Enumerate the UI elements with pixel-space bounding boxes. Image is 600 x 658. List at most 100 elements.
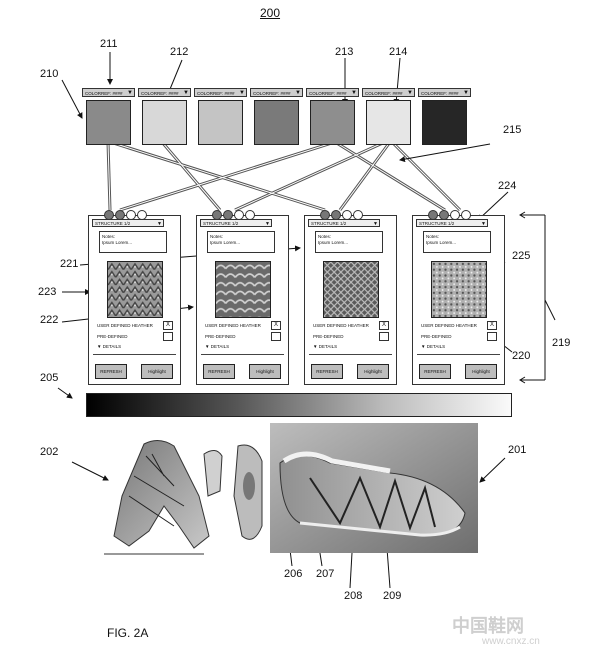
- swatch-connectors: [106, 140, 462, 212]
- checkbox-user-defined[interactable]: X: [271, 321, 281, 330]
- dropdown-icon: ▼: [157, 221, 162, 227]
- ref-213: 213: [335, 46, 354, 58]
- structure-dropdown[interactable]: STRUCTURE 1/2▼: [308, 219, 380, 227]
- details-toggle[interactable]: ▼ DETAILS: [421, 344, 446, 349]
- structure-panel-4: STRUCTURE 1/2▼ Notes:Ipsum Lorem... USER…: [412, 210, 505, 385]
- pattern-preview: [431, 261, 487, 318]
- ref-211: 211: [100, 38, 118, 50]
- ref-210: 210: [40, 68, 59, 80]
- notes-field[interactable]: Notes:Ipsum Lorem...: [315, 231, 383, 253]
- ref-209: 209: [383, 590, 402, 602]
- highlight-button[interactable]: Highlight: [465, 364, 497, 379]
- watermark-url: www.cnxz.cn: [482, 636, 540, 647]
- divider: [201, 354, 284, 355]
- checkbox-pre-defined[interactable]: [163, 332, 173, 341]
- ref-202: 202: [40, 446, 59, 458]
- swatch-header-5[interactable]: COLORREF: ####▼: [306, 88, 359, 97]
- ref-222: 222: [40, 314, 59, 326]
- pattern-preview: [215, 261, 271, 318]
- refresh-button[interactable]: REFRESH: [419, 364, 451, 379]
- color-swatch-2[interactable]: [142, 100, 187, 145]
- dropdown-icon: ▼: [183, 90, 189, 96]
- dropdown-icon: ▼: [481, 221, 486, 227]
- shoe-render-3d: [270, 423, 478, 553]
- swatch-header-4[interactable]: COLORREF: ####▼: [250, 88, 303, 97]
- dropdown-icon: ▼: [373, 221, 378, 227]
- notes-field[interactable]: Notes:Ipsum Lorem...: [423, 231, 491, 253]
- highlight-button[interactable]: Highlight: [249, 364, 281, 379]
- checkbox-user-defined[interactable]: X: [487, 321, 497, 330]
- option-pre-defined: PRE-DEFINED: [421, 334, 452, 339]
- option-user-defined: USER DEFINED HEATHER: [421, 323, 477, 328]
- structure-panel-2: STRUCTURE 1/2▼ Notes:Ipsum Lorem... USER…: [196, 210, 289, 385]
- figure-number: 200: [260, 6, 281, 20]
- option-user-defined: USER DEFINED HEATHER: [97, 323, 153, 328]
- pattern-preview: [323, 261, 379, 318]
- dropdown-icon: ▼: [351, 90, 357, 96]
- checkbox-pre-defined[interactable]: [379, 332, 389, 341]
- dropdown-icon: ▼: [463, 90, 469, 96]
- dropdown-icon: ▼: [127, 90, 133, 96]
- highlight-button[interactable]: Highlight: [141, 364, 173, 379]
- structure-dropdown[interactable]: STRUCTURE 1/2▼: [92, 219, 164, 227]
- notes-field[interactable]: Notes:Ipsum Lorem...: [99, 231, 167, 253]
- refresh-button[interactable]: REFRESH: [95, 364, 127, 379]
- details-toggle[interactable]: ▼ DETAILS: [97, 344, 122, 349]
- checkbox-user-defined[interactable]: X: [379, 321, 389, 330]
- color-swatch-4[interactable]: [254, 100, 299, 145]
- ref-214: 214: [389, 46, 408, 58]
- ref-208: 208: [344, 590, 363, 602]
- ref-219: 219: [552, 337, 571, 349]
- ref-215: 215: [503, 124, 522, 136]
- dropdown-icon: ▼: [295, 90, 301, 96]
- dropdown-icon: ▼: [407, 90, 413, 96]
- checkbox-user-defined[interactable]: X: [163, 321, 173, 330]
- ref-223: 223: [38, 286, 57, 298]
- ref-205: 205: [40, 372, 59, 384]
- structure-panel-3: STRUCTURE 1/2▼ Notes:Ipsum Lorem... USER…: [304, 210, 397, 385]
- option-pre-defined: PRE-DEFINED: [313, 334, 344, 339]
- swatch-header-6[interactable]: COLORREF: ####▼: [362, 88, 415, 97]
- ref-224: 224: [498, 180, 517, 192]
- swatch-header-1[interactable]: COLORREF: ####▼: [82, 88, 135, 97]
- checkbox-pre-defined[interactable]: [271, 332, 281, 341]
- option-user-defined: USER DEFINED HEATHER: [205, 323, 261, 328]
- color-swatch-7[interactable]: [422, 100, 467, 145]
- divider: [309, 354, 392, 355]
- dropdown-icon: ▼: [265, 221, 270, 227]
- divider: [417, 354, 500, 355]
- structure-dropdown[interactable]: STRUCTURE 1/2▼: [200, 219, 272, 227]
- swatch-header-2[interactable]: COLORREF: ####▼: [138, 88, 191, 97]
- color-swatch-6[interactable]: [366, 100, 411, 145]
- structure-dropdown[interactable]: STRUCTURE 1/2▼: [416, 219, 488, 227]
- details-toggle[interactable]: ▼ DETAILS: [205, 344, 230, 349]
- ref-221: 221: [60, 258, 79, 270]
- ref-201: 201: [508, 444, 527, 456]
- option-pre-defined: PRE-DEFINED: [205, 334, 236, 339]
- dropdown-icon: ▼: [239, 90, 245, 96]
- ref-207: 207: [316, 568, 335, 580]
- option-user-defined: USER DEFINED HEATHER: [313, 323, 369, 328]
- structure-panel-1: STRUCTURE 1/2▼ Notes:Ipsum Lorem... USER…: [88, 210, 181, 385]
- highlight-button[interactable]: Highlight: [357, 364, 389, 379]
- details-toggle[interactable]: ▼ DETAILS: [313, 344, 338, 349]
- option-pre-defined: PRE-DEFINED: [97, 334, 128, 339]
- color-swatch-5[interactable]: [310, 100, 355, 145]
- refresh-button[interactable]: REFRESH: [311, 364, 343, 379]
- ref-212: 212: [170, 46, 189, 58]
- divider: [93, 354, 176, 355]
- ref-225: 225: [512, 250, 531, 262]
- swatch-header-3[interactable]: COLORREF: ####▼: [194, 88, 247, 97]
- ref-220: 220: [512, 350, 531, 362]
- checkbox-pre-defined[interactable]: [487, 332, 497, 341]
- color-swatch-1[interactable]: [86, 100, 131, 145]
- gradient-bar[interactable]: [86, 393, 512, 417]
- figure-caption: FIG. 2A: [107, 626, 149, 640]
- color-swatch-3[interactable]: [198, 100, 243, 145]
- pattern-preview: [107, 261, 163, 318]
- notes-field[interactable]: Notes:Ipsum Lorem...: [207, 231, 275, 253]
- ref-206: 206: [284, 568, 303, 580]
- refresh-button[interactable]: REFRESH: [203, 364, 235, 379]
- swatch-header-7[interactable]: COLORREF: ####▼: [418, 88, 471, 97]
